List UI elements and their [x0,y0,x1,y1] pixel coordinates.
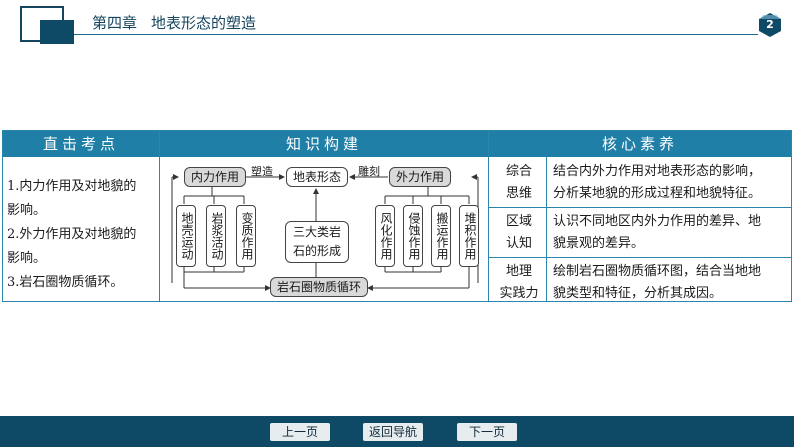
header-divider [74,34,758,35]
column-divider [159,131,160,301]
back-to-nav-button[interactable]: 返回导航 [363,423,423,441]
header-literacy: 核心素养 [601,135,678,153]
external-force-node: 外力作用 [389,167,451,187]
exam-point-line: 影响。 [7,203,47,218]
surface-form-node: 地表形态 [286,167,348,187]
overview-table: 直击考点 知识构建 核心素养 1.内力作用及对地貌的 影响。 2.外力作用及对地… [2,130,792,302]
rock-cycle-node: 岩石圈物质循环 [270,277,368,297]
metamorphism-node: 变质作用 [236,205,256,267]
chapter-number: 第四章 [92,14,138,32]
chapter-name: 地表形态的塑造 [151,14,257,32]
header-exam-points: 直击考点 [42,135,119,153]
literacy-label: 地理实践力 [499,264,539,301]
exam-point-line: 1.内力作用及对地貌的 [7,179,137,194]
exam-point-line: 2.外力作用及对地貌的 [7,227,137,242]
column-divider [488,131,489,301]
weathering-node: 风化作用 [375,205,395,267]
header-knowledge: 知识构建 [285,135,362,153]
deposition-node: 堆积作用 [459,205,479,267]
magmatic-activity-node: 岩浆活动 [206,205,226,267]
prev-page-button[interactable]: 上一页 [270,423,330,441]
internal-force-node: 内力作用 [184,167,246,187]
literacy-text: 结合内外力作用对地表形态的影响，分析某地貌的形成过程和地貌特征。 [553,164,762,201]
page-number: 2 [766,18,774,31]
exam-points-list: 1.内力作用及对地貌的 影响。 2.外力作用及对地貌的 影响。 3.岩石圈物质循… [7,175,157,295]
literacy-label: 综合思维 [505,164,532,201]
literacy-text: 认识不同地区内外力作用的差异、地貌景观的差异。 [553,214,762,251]
header-decoration-filled [40,20,74,44]
carve-label: 雕刻 [358,165,380,178]
footer-bar: 上一页 返回导航 下一页 [0,416,794,447]
table-header-row [3,131,791,157]
literacy-text: 绘制岩石圈物质循环图，结合当地地貌类型和特征，分析其成因。 [553,264,762,301]
shape-label: 塑造 [251,165,273,178]
rock-formation-node: 三大类岩石的形成 [285,221,349,263]
column-divider [546,157,547,301]
crustal-movement-node: 地壳运动 [176,205,196,267]
knowledge-diagram-lines [171,174,479,291]
literacy-label: 区域认知 [505,214,532,251]
erosion-node: 侵蚀作用 [403,205,423,267]
exam-point-line: 影响。 [7,251,47,266]
chapter-title: 第四章地表形态的塑造 [92,12,270,33]
row-divider [488,207,791,208]
transport-node: 搬运作用 [431,205,451,267]
page-badge-icon [759,13,781,37]
next-page-button[interactable]: 下一页 [457,423,517,441]
row-divider [488,257,791,258]
exam-point-line: 3.岩石圈物质循环。 [7,275,124,290]
